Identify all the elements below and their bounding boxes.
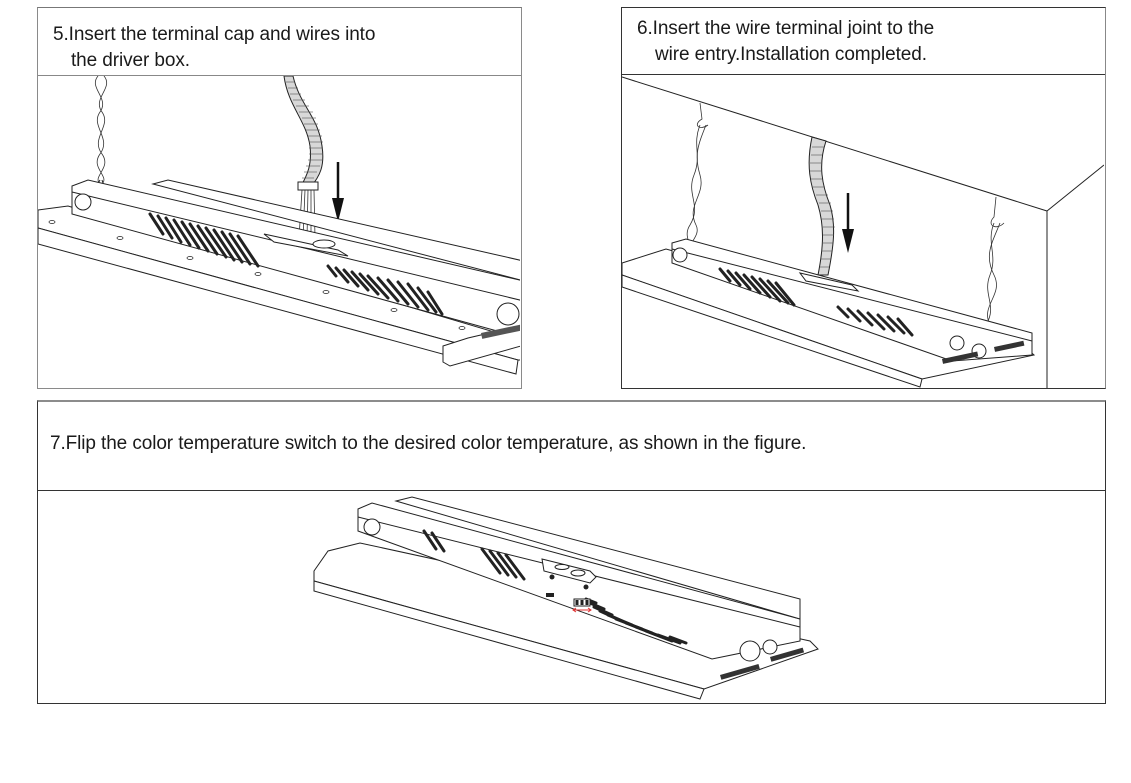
step-5-header: 5.Insert the terminal cap and wires into…	[38, 8, 521, 76]
step-5-instruction: 5.Insert the terminal cap and wires into…	[53, 22, 375, 74]
ceiling-wall	[622, 76, 1104, 388]
step-7-panel: 7.Flip the color temperature switch to t…	[37, 400, 1106, 704]
step-5-panel: 5.Insert the terminal cap and wires into…	[37, 7, 522, 389]
step-6-panel: 6.Insert the wire terminal joint to the …	[621, 7, 1106, 389]
conduit-icon	[808, 136, 835, 276]
step-5-text-line2: the driver box.	[71, 50, 190, 71]
step-7-header: 7.Flip the color temperature switch to t…	[38, 402, 1105, 491]
step-7-figure	[38, 491, 1105, 703]
light-fixture	[622, 238, 1036, 388]
cct-indicator	[546, 593, 554, 597]
down-arrow-icon	[842, 193, 854, 253]
switch-direction-arrow-icon	[572, 607, 592, 613]
down-arrow-icon	[332, 162, 344, 222]
step-6-text-line2: wire entry.Installation completed.	[655, 44, 927, 65]
step-7-illustration	[313, 496, 819, 700]
step-5-figure	[38, 76, 521, 388]
step-6-illustration	[622, 76, 1104, 388]
light-fixture	[313, 496, 819, 700]
light-fixture	[38, 179, 520, 375]
step-6-figure	[622, 75, 1105, 388]
step-6-text-line1: 6.Insert the wire terminal joint to the	[637, 18, 935, 39]
cct-switch[interactable]	[572, 598, 592, 613]
step-7-instruction: 7.Flip the color temperature switch to t…	[50, 433, 807, 454]
step-5-illustration	[38, 76, 520, 375]
step-6-instruction: 6.Insert the wire terminal joint to the …	[637, 16, 934, 68]
step-6-header: 6.Insert the wire terminal joint to the …	[622, 8, 1105, 75]
step-5-text-line1: 5.Insert the terminal cap and wires into	[53, 24, 376, 45]
